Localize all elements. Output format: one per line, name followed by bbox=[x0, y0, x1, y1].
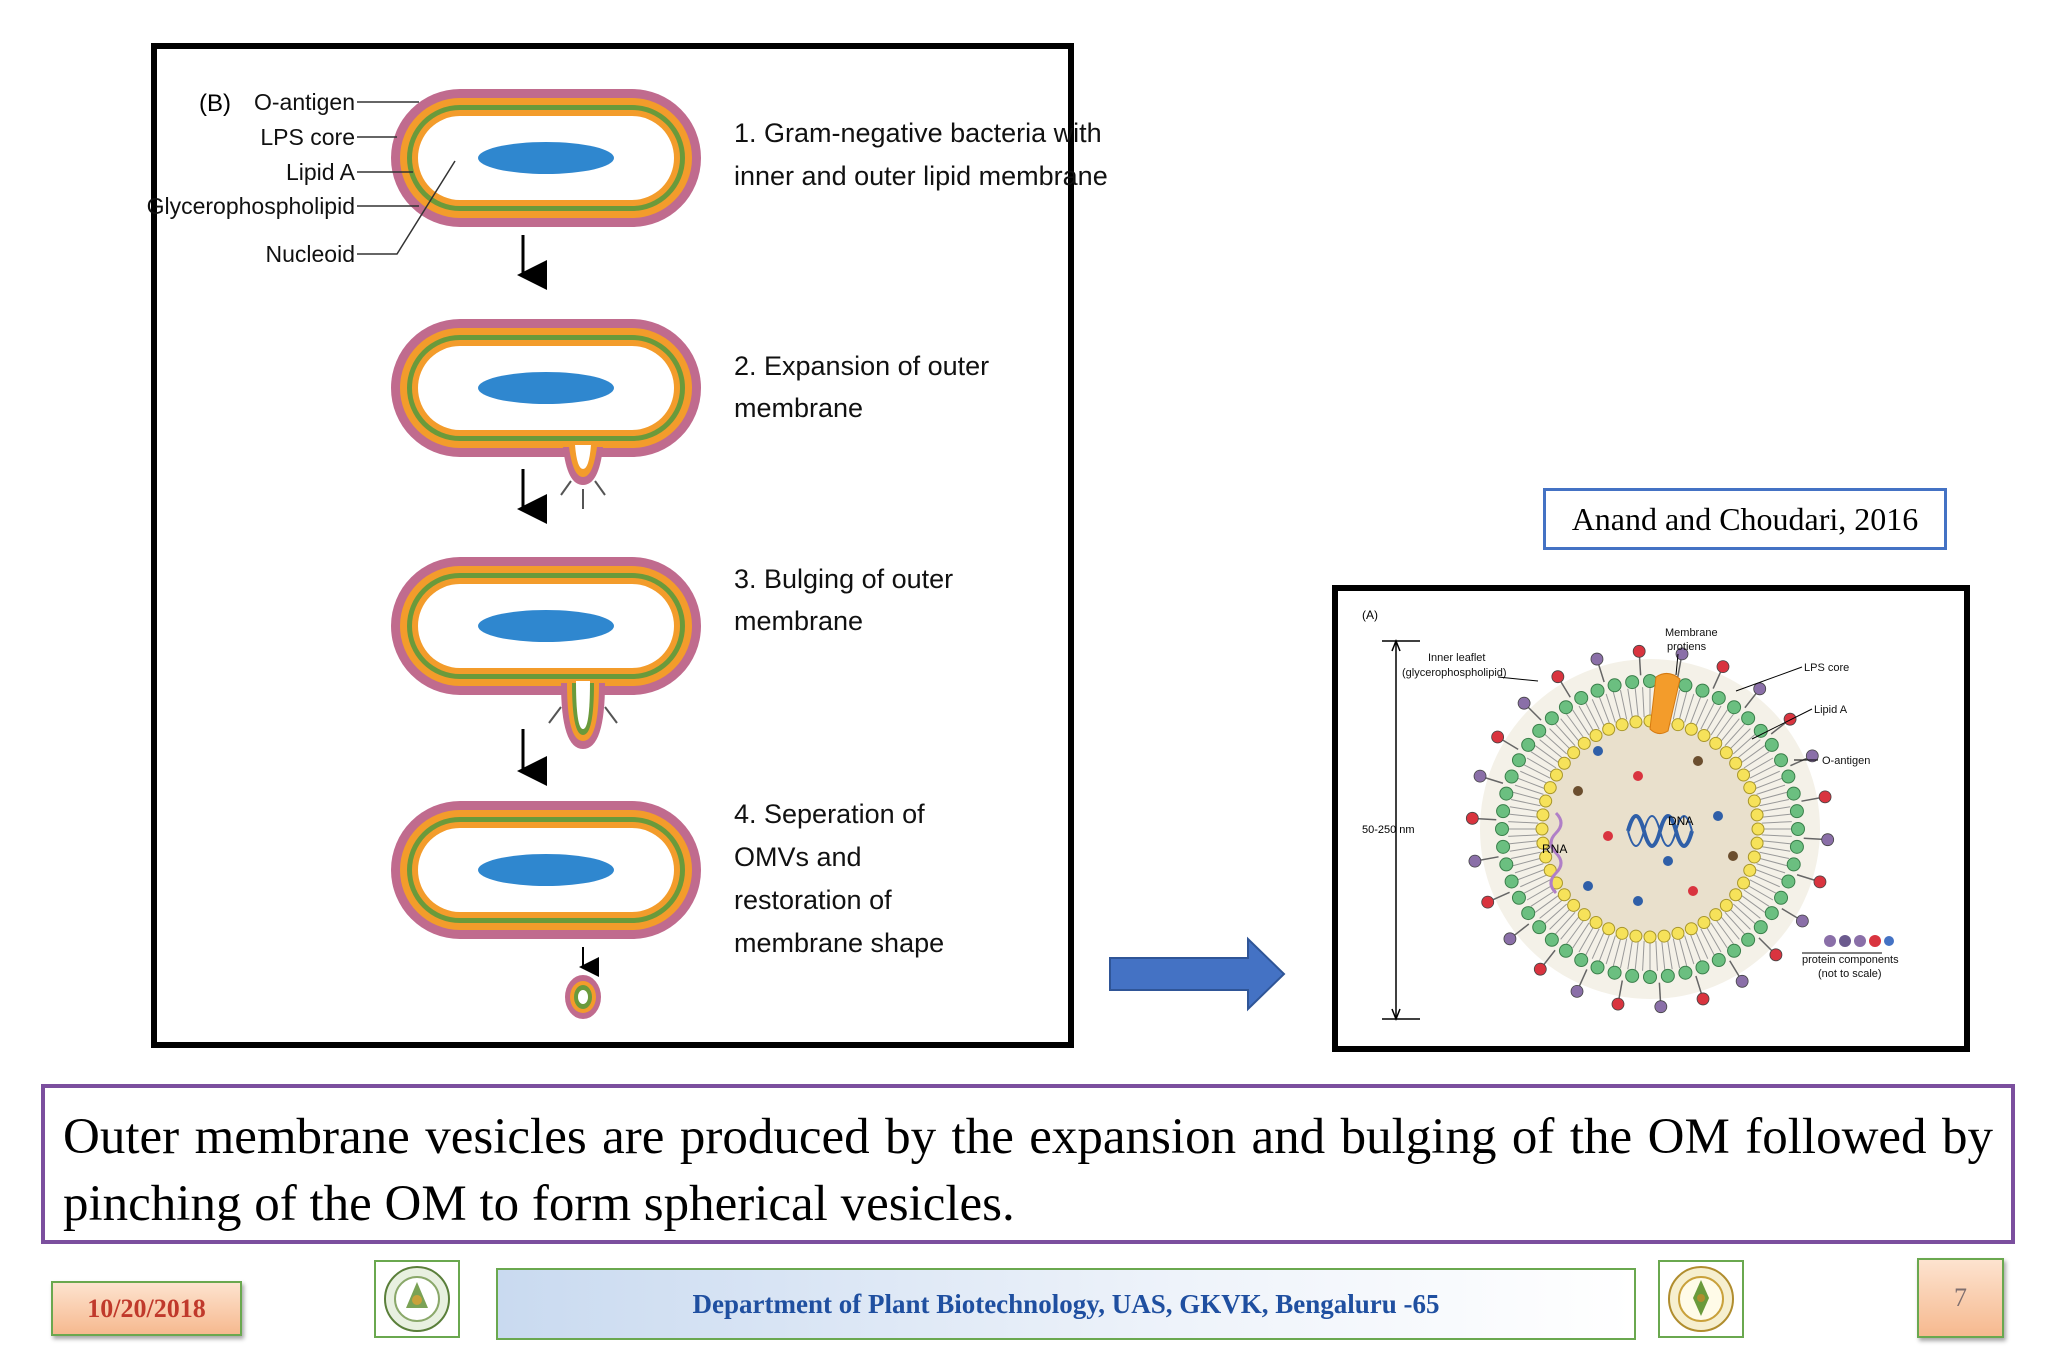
protein-components-legend bbox=[1824, 935, 1894, 947]
vesicle-lumen bbox=[1542, 721, 1758, 937]
panel-b-diagram: (B) O-antigen LPS core Lipid A Glyceroph… bbox=[147, 89, 1108, 1019]
dna-label: DNA bbox=[1668, 814, 1693, 828]
footer-date: 10/20/2018 bbox=[51, 1281, 242, 1336]
label-leader-lines bbox=[357, 101, 456, 255]
step-2-line-2: membrane bbox=[734, 393, 863, 423]
size-scale-bar bbox=[1382, 638, 1420, 1022]
rna-strand bbox=[1549, 811, 1563, 895]
university-logo-left bbox=[374, 1260, 460, 1338]
step-1-line-2: inner and outer lipid membrane bbox=[734, 161, 1108, 191]
panel-b-omv-formation: (B) O-antigen LPS core Lipid A Glyceroph… bbox=[147, 43, 1108, 1048]
outer-membrane-vesicle bbox=[565, 975, 601, 1019]
step-4-line-2: OMVs and bbox=[734, 842, 862, 872]
label-membrane-proteins-1: Membrane bbox=[1665, 627, 1718, 639]
rna-label: RNA bbox=[1542, 842, 1567, 856]
membrane-protein bbox=[1649, 673, 1681, 735]
bulge-arrows bbox=[548, 706, 618, 724]
panel-a-omv-structure: (A) 50-250 nm DNA RNA Inner leaflet (gly… bbox=[1332, 585, 1970, 1052]
bacterium-cell-4 bbox=[391, 801, 701, 939]
caption-text: Outer membrane vesicles are produced by … bbox=[41, 1084, 2015, 1244]
step-4-line-3: restoration of bbox=[734, 885, 892, 915]
panel-link-arrow bbox=[1109, 936, 1286, 1012]
omv-vesicle bbox=[1465, 644, 1835, 1014]
label-lps-core: LPS core bbox=[1804, 662, 1849, 674]
panel-b-tag: (B) bbox=[199, 90, 231, 117]
label-o-antigen: O-antigen bbox=[1822, 755, 1870, 767]
label-lipid-a: Lipid A bbox=[286, 159, 356, 185]
citation: Anand and Choudari, 2016 bbox=[1543, 488, 1947, 550]
label-protein-components-1: protein components bbox=[1802, 954, 1899, 966]
step-3-line-2: membrane bbox=[734, 606, 863, 636]
university-logo-right bbox=[1658, 1260, 1744, 1338]
label-nucleoid: Nucleoid bbox=[266, 241, 356, 267]
label-inner-leaflet-1: Inner leaflet bbox=[1428, 652, 1485, 664]
label-inner-leaflet-2: (glycerophospholipid) bbox=[1402, 667, 1507, 679]
label-o-antigen: O-antigen bbox=[254, 89, 355, 115]
expansion-arrows bbox=[560, 480, 606, 509]
label-lps-core: LPS core bbox=[260, 124, 355, 150]
bacterium-cell-2 bbox=[391, 319, 701, 457]
footer-department: Department of Plant Biotechnology, UAS, … bbox=[496, 1268, 1636, 1340]
label-glycerophospholipid: Glycerophospholipid bbox=[147, 193, 355, 219]
step-4-line-1: 4. Seperation of bbox=[734, 799, 925, 829]
step-1-line-1: 1. Gram-negative bacteria with bbox=[734, 118, 1102, 148]
step-4-line-4: membrane shape bbox=[734, 928, 944, 958]
bacterium-cell-3 bbox=[391, 557, 701, 695]
panel-a-diagram: (A) 50-250 nm DNA RNA Inner leaflet (gly… bbox=[1362, 608, 1899, 1022]
step-2-line-1: 2. Expansion of outer bbox=[734, 351, 989, 381]
label-lipid-a: Lipid A bbox=[1814, 704, 1848, 716]
size-label: 50-250 nm bbox=[1362, 824, 1415, 836]
label-membrane-proteins-2: protiens bbox=[1667, 641, 1707, 653]
panel-a-leader-lines bbox=[1497, 653, 1882, 954]
label-protein-components-2: (not to scale) bbox=[1818, 968, 1882, 980]
footer-page-number: 7 bbox=[1917, 1258, 2004, 1338]
step-3-line-1: 3. Bulging of outer bbox=[734, 564, 953, 594]
panel-a-tag: (A) bbox=[1362, 608, 1378, 622]
bacterium-cell-1 bbox=[391, 89, 701, 227]
